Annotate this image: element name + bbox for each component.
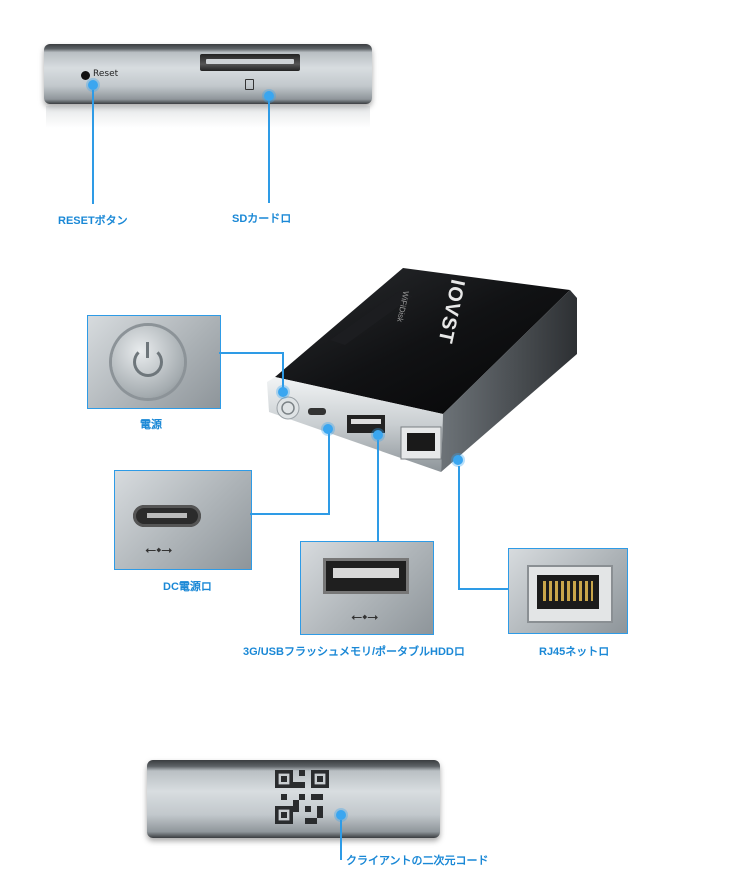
rj45-port-icon xyxy=(527,565,613,623)
usb-a-port-icon xyxy=(323,558,409,594)
sd-leader-line xyxy=(268,101,270,203)
power-label: 電源 xyxy=(140,419,162,431)
main-device-image xyxy=(267,268,577,472)
usb-port-closeup: ⭠⬩⭢ xyxy=(300,541,434,635)
reset-marker xyxy=(88,80,98,90)
qr-code-label: クライアントの二次元コード xyxy=(346,855,489,867)
top-device-reflection xyxy=(46,106,370,128)
usb-leader-v xyxy=(377,440,379,542)
qr-code-image xyxy=(275,770,329,824)
reset-button-label: RESETボタン xyxy=(58,215,128,227)
dc-port-closeup: ⭠⬩⭢ xyxy=(114,470,252,570)
dc-leader-v xyxy=(328,433,330,515)
power-button-closeup xyxy=(87,315,221,409)
sd-marker xyxy=(264,91,274,101)
rj45-port-label: RJ45ネットロ xyxy=(539,646,610,658)
rj45-leader-v xyxy=(458,466,460,590)
power-leader-line xyxy=(219,352,284,354)
rj45-leader-h xyxy=(458,588,508,590)
dc-port-label: DC電源ロ xyxy=(163,581,212,593)
sd-card-slot xyxy=(200,54,300,71)
usb-marker xyxy=(373,430,383,440)
rj45-port-closeup xyxy=(508,548,628,634)
top-device-side: Reset xyxy=(44,44,372,104)
dc-leader-h xyxy=(250,513,330,515)
reset-text: Reset xyxy=(93,69,119,79)
power-leader-vert xyxy=(282,352,284,390)
reset-hole xyxy=(81,71,90,80)
sd-slot-label: SDカードロ xyxy=(232,213,292,225)
micro-usb-port-icon xyxy=(133,505,201,527)
usb-symbol-icon-2: ⭠⬩⭢ xyxy=(351,608,379,624)
rj45-marker xyxy=(453,455,463,465)
qr-leader-v xyxy=(340,820,342,860)
usb-symbol-icon: ⭠⬩⭢ xyxy=(145,541,173,557)
sd-card-icon xyxy=(245,79,254,90)
usb-port-label: 3G/USBフラッシュメモリ/ポータブルHDDロ xyxy=(243,646,465,658)
power-marker xyxy=(278,387,288,397)
qr-marker xyxy=(336,810,346,820)
reset-leader-line xyxy=(92,90,94,204)
bottom-device-side xyxy=(147,760,440,838)
power-button-icon xyxy=(112,326,184,398)
dc-marker xyxy=(323,424,333,434)
